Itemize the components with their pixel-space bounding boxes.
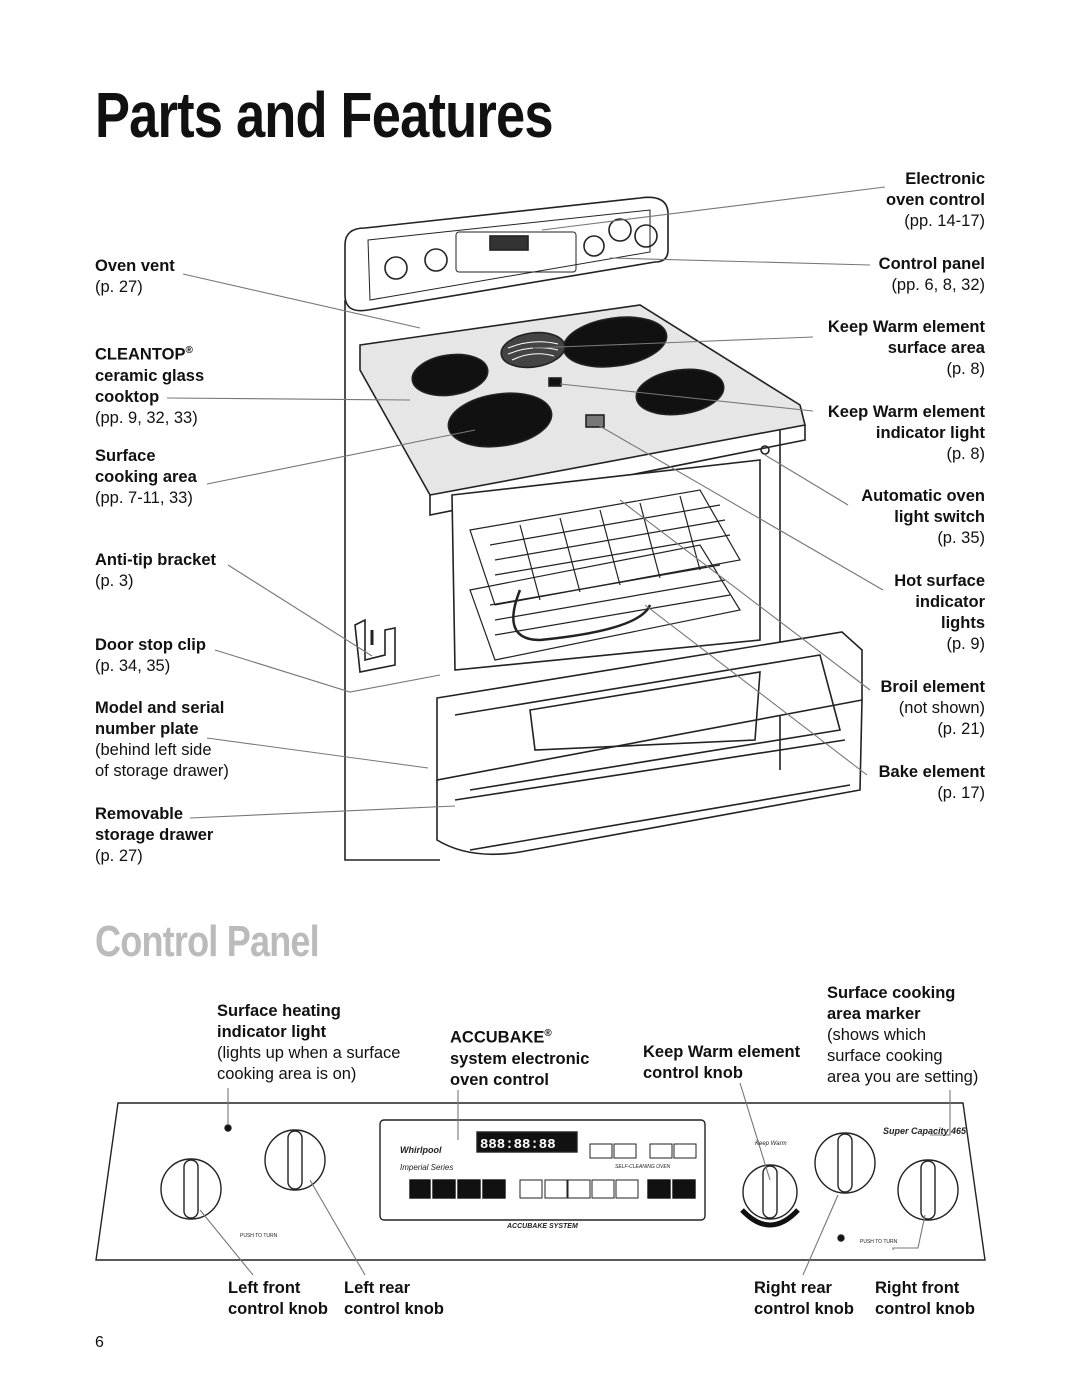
- right-middle-knob: [814, 1132, 876, 1194]
- label-oven-vent: Oven vent(p. 27): [95, 257, 175, 296]
- page-number: 6: [95, 1334, 104, 1351]
- panel-display: 888:88:88: [480, 1137, 556, 1153]
- label-bake-element: Bake element(p. 17): [878, 763, 985, 802]
- panel-capacity: Super Capacity 465: [883, 1126, 967, 1136]
- panel-series: Imperial Series: [400, 1163, 453, 1172]
- label-anti-tip-bracket: Anti-tip bracket(p. 3): [95, 551, 217, 590]
- panel-brand: Whirlpool: [400, 1145, 442, 1155]
- right-rear-knob: [740, 1164, 800, 1228]
- right-front-knob: [897, 1159, 959, 1221]
- label-control-panel: Control panel(pp. 6, 8, 32): [878, 255, 985, 294]
- panel-push-to-turn-right: PUSH TO TURN: [860, 1239, 898, 1245]
- label-door-stop-clip: Door stop clip(p. 34, 35): [95, 636, 206, 675]
- panel-self-cleaning: SELF-CLEANING OVEN: [615, 1164, 671, 1170]
- panel-push-to-turn-left: PUSH TO TURN: [240, 1233, 278, 1239]
- panel-keep-warm: Keep Warm: [755, 1141, 787, 1147]
- label-broil-element: Broil element(not shown)(p. 21): [880, 678, 985, 738]
- section-title: Control Panel: [95, 917, 320, 966]
- left-front-knob: [160, 1158, 222, 1220]
- left-rear-knob: [264, 1129, 326, 1191]
- page-title: Parts and Features: [95, 79, 554, 151]
- panel-accubake-system: ACCUBAKE SYSTEM: [506, 1223, 578, 1230]
